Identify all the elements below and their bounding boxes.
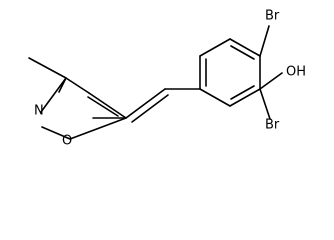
ring-bond bbox=[199, 88, 231, 107]
ring-bond bbox=[229, 88, 261, 107]
vinyl-double-bond-inner bbox=[131, 94, 169, 123]
isoxazole-bond bbox=[69, 117, 127, 140]
bond-to-hydroxyl bbox=[259, 72, 283, 90]
isoxazole-bond bbox=[41, 126, 71, 140]
bond-to-br-bottom bbox=[259, 88, 271, 120]
methyl-bond bbox=[28, 57, 67, 79]
isoxazole-double-bond bbox=[88, 92, 127, 119]
vinyl-linker bbox=[125, 88, 201, 123]
atom-label-br-bottom: Br bbox=[265, 118, 280, 133]
ring-bond bbox=[229, 38, 261, 57]
atom-label-o: O bbox=[62, 134, 72, 149]
atom-label-oh: OH bbox=[286, 65, 306, 80]
ring-bond bbox=[199, 38, 231, 57]
bond-to-br-top bbox=[259, 25, 270, 57]
vinyl-double-bond bbox=[125, 88, 166, 119]
ring-double-bond bbox=[230, 45, 255, 60]
substituent-bonds bbox=[259, 25, 283, 120]
benzene-ring bbox=[199, 38, 261, 107]
atom-label-br-top: Br bbox=[265, 9, 280, 24]
isoxazole-double-bond-inner bbox=[87, 96, 119, 117]
isoxazole-bond bbox=[40, 77, 67, 113]
atom-label-n: N bbox=[34, 104, 44, 119]
isoxazole-double-bond bbox=[58, 77, 67, 93]
chemical-structure: Br OH Br N O bbox=[28, 9, 306, 149]
isoxazole-bond bbox=[65, 77, 90, 94]
ring-double-bond bbox=[230, 85, 255, 100]
isoxazole-ring bbox=[40, 77, 127, 140]
